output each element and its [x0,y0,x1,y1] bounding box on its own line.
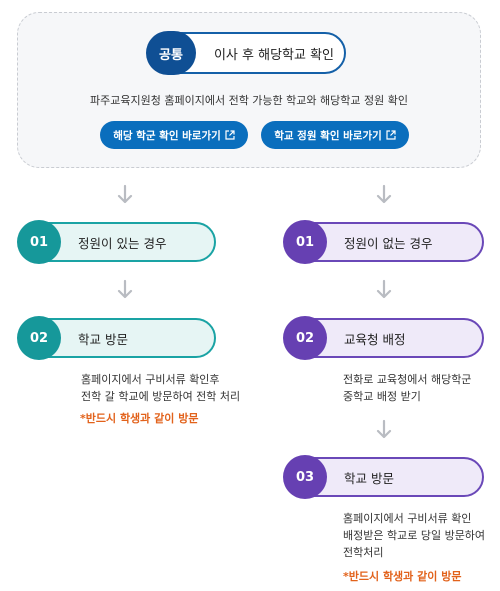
down-arrow-icon [376,184,392,204]
left-step1-label: 정원이 있는 경우 [78,235,167,251]
left-note: *반드시 학생과 같이 방문 [80,412,199,425]
right-step3-label: 학교 방문 [344,470,394,486]
quota-check-button-label: 학교 정원 확인 바로가기 [274,129,382,142]
left-step2-number: 02 [17,316,61,360]
right-step2-description: 전화로 교육청에서 해당학군 중학교 배정 받기 [343,371,471,405]
external-link-icon [386,130,396,140]
right-step2-desc-line2: 중학교 배정 받기 [343,390,421,403]
down-arrow-icon [376,419,392,439]
right-step2-label: 교육청 배정 [344,331,406,347]
right-step2-number: 02 [283,316,327,360]
right-step3-description: 홈페이지에서 구비서류 확인 배정받은 학교로 당일 방문하여 전학처리 [343,510,485,561]
left-step2-description: 홈페이지에서 구비서류 확인후 전학 갈 학교에 방문하여 전학 처리 [81,371,240,405]
common-description: 파주교육지원청 홈페이지에서 전학 가능한 학교와 해당학교 정원 확인 [90,94,408,107]
right-step3-desc-line3: 전학처리 [343,546,384,559]
left-desc-line1: 홈페이지에서 구비서류 확인후 [81,373,220,386]
left-step1-number: 01 [17,220,61,264]
right-step1-number: 01 [283,220,327,264]
left-step2-label: 학교 방문 [78,331,128,347]
left-desc-line2: 전학 갈 학교에 방문하여 전학 처리 [81,390,241,403]
right-step3-desc-line2: 배정받은 학교로 당일 방문하여 [343,529,486,542]
quota-check-button[interactable]: 학교 정원 확인 바로가기 [261,121,409,149]
district-check-button-label: 해당 학군 확인 바로가기 [113,129,221,142]
right-step2-desc-line1: 전화로 교육청에서 해당학군 [343,373,472,386]
external-link-icon [225,130,235,140]
right-step3-number: 03 [283,455,327,499]
down-arrow-icon [117,184,133,204]
right-note: *반드시 학생과 같이 방문 [343,570,462,583]
right-step1-label: 정원이 없는 경우 [344,235,433,251]
district-check-button[interactable]: 해당 학군 확인 바로가기 [100,121,248,149]
common-badge: 공통 [146,31,196,75]
right-step3-desc-line1: 홈페이지에서 구비서류 확인 [343,512,472,525]
common-step-title: 이사 후 해당학교 확인 [213,47,335,63]
down-arrow-icon [117,279,133,299]
down-arrow-icon [376,279,392,299]
